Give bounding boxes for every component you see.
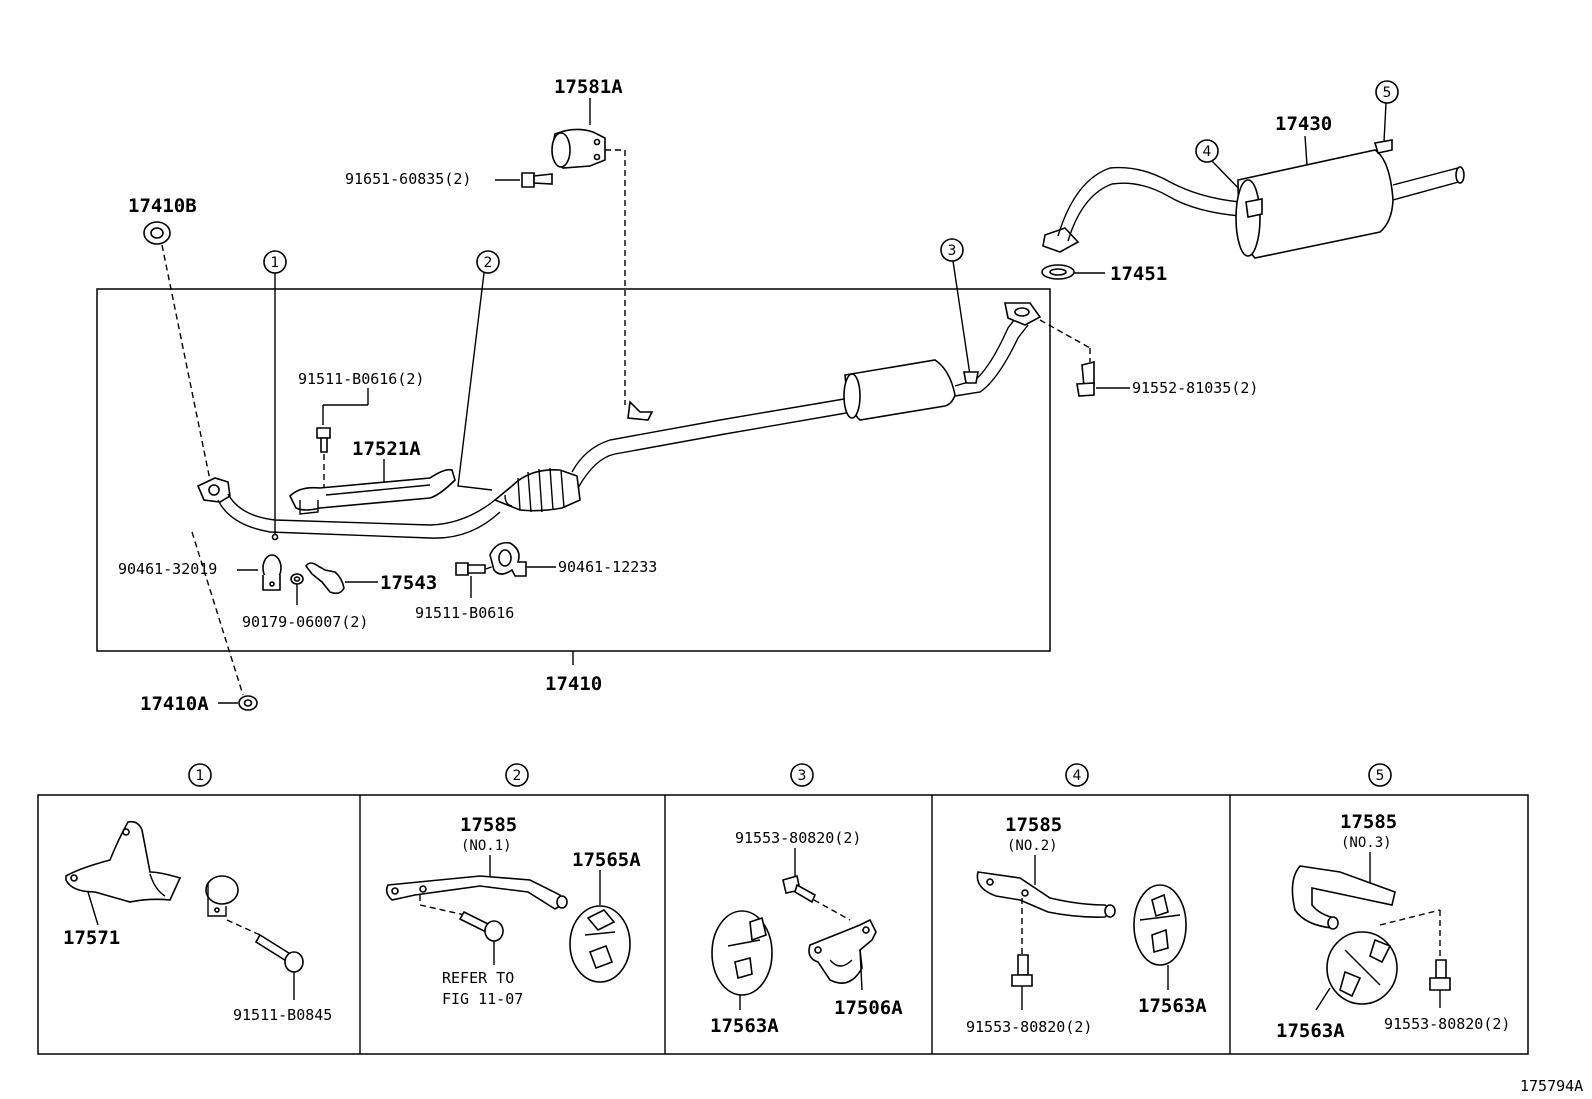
detail-2-label-17565A[interactable]: 17565A	[572, 849, 641, 871]
label-90179-06007[interactable]: 90179-06007(2)	[242, 613, 368, 631]
bolt-detail-2[interactable]	[458, 910, 504, 942]
bolt-detail-3[interactable]	[782, 874, 817, 904]
callout-2-circle[interactable]	[476, 250, 500, 274]
detail-5-circle	[1368, 763, 1392, 787]
detail-panels-frame	[37, 794, 1529, 1055]
label-17430[interactable]: 17430	[1275, 113, 1332, 135]
detail-3-label-17506A[interactable]: 17506A	[834, 997, 903, 1019]
label-91552-81035[interactable]: 91552-81035(2)	[1132, 379, 1258, 397]
bolt-detail-4[interactable]	[1011, 954, 1033, 987]
callout-3-number: 3	[948, 243, 957, 259]
nut-17410A[interactable]	[238, 695, 258, 711]
label-91651-60835[interactable]: 91651-60835(2)	[345, 170, 471, 188]
detail-1-label-17571[interactable]: 17571	[63, 927, 120, 949]
clamp-90461-12233[interactable]	[489, 541, 527, 577]
label-17543[interactable]: 17543	[380, 572, 437, 594]
bolt-91552-81035[interactable]	[1076, 360, 1095, 397]
detail-4-label-17563A[interactable]: 17563A	[1138, 995, 1207, 1017]
clamp-detail-1[interactable]	[205, 875, 239, 917]
label-91511-B0616-2[interactable]: 91511-B0616(2)	[298, 370, 424, 388]
detail-1-number: 1	[196, 768, 205, 784]
label-90461-32019[interactable]: 90461-32019	[118, 560, 217, 578]
bracket-17506A[interactable]	[808, 918, 877, 984]
insulator-17565A[interactable]	[569, 905, 631, 983]
detail-2-number: 2	[513, 768, 522, 784]
nut-90179-06007[interactable]	[290, 573, 304, 585]
gasket-17410B[interactable]	[143, 221, 171, 245]
bolt-detail-5[interactable]	[1429, 959, 1451, 991]
detail-3-label-91553[interactable]: 91553-80820(2)	[735, 829, 861, 847]
detail-4-label-91553[interactable]: 91553-80820(2)	[966, 1018, 1092, 1036]
detail-2-refer-to: REFER TO	[442, 969, 514, 987]
part-17581A-hanger-bracket[interactable]	[551, 128, 606, 169]
callout-1-number: 1	[271, 255, 280, 271]
detail-4-circle	[1065, 763, 1089, 787]
label-17410A[interactable]: 17410A	[140, 693, 209, 715]
callout-4-number: 4	[1203, 144, 1212, 160]
front-exhaust-pipe[interactable]	[196, 477, 501, 539]
callout-3-circle[interactable]	[940, 238, 964, 262]
detail-4-number: 4	[1073, 768, 1082, 784]
main-muffler-17430[interactable]	[1235, 139, 1465, 259]
center-muffler[interactable]	[843, 302, 1042, 421]
tail-pipe-17430[interactable]	[1042, 166, 1241, 253]
callout-4-circle[interactable]	[1195, 139, 1219, 163]
bracket-17585-no1[interactable]	[385, 875, 568, 910]
heat-insulator-17521A[interactable]	[289, 468, 456, 515]
insulator-17563A-d4[interactable]	[1133, 884, 1187, 966]
label-17410B[interactable]: 17410B	[128, 195, 197, 217]
detail-5-label-no3: (NO.3)	[1341, 835, 1392, 851]
detail-5-label-91553[interactable]: 91553-80820(2)	[1384, 1015, 1510, 1033]
callout-5-circle[interactable]	[1375, 80, 1399, 104]
bolt-91651-60835[interactable]	[521, 172, 553, 188]
detail-2-label-no1: (NO.1)	[461, 838, 512, 854]
clamp-90461-32019[interactable]	[262, 554, 282, 591]
catalytic-converter[interactable]	[493, 467, 581, 513]
label-17451[interactable]: 17451	[1110, 263, 1167, 285]
detail-3-label-17563A[interactable]: 17563A	[710, 1015, 779, 1037]
insulator-17563A-d5[interactable]	[1326, 931, 1398, 1005]
gasket-17451[interactable]	[1041, 264, 1075, 280]
center-exhaust-pipe[interactable]	[571, 397, 853, 489]
bracket-17543[interactable]	[305, 562, 345, 595]
bolt-91511-B0616-lower[interactable]	[455, 562, 486, 576]
bracket-17585-no2[interactable]	[976, 871, 1116, 918]
detail-4-label-17585[interactable]: 17585	[1005, 814, 1062, 836]
callout-5-number: 5	[1383, 85, 1392, 101]
bracket-17571[interactable]	[65, 820, 182, 903]
detail-2-label-17585[interactable]: 17585	[460, 814, 517, 836]
label-17581A[interactable]: 17581A	[554, 76, 623, 98]
detail-4-label-no2: (NO.2)	[1007, 838, 1058, 854]
bolt-91511-B0845[interactable]	[254, 933, 304, 973]
detail-5-label-17563A[interactable]: 17563A	[1276, 1020, 1345, 1042]
label-17410[interactable]: 17410	[545, 673, 602, 695]
detail-5-number: 5	[1376, 768, 1385, 784]
detail-2-circle	[505, 763, 529, 787]
detail-2-fig-11-07: FIG 11-07	[442, 990, 523, 1008]
label-17521A[interactable]: 17521A	[352, 438, 421, 460]
detail-5-label-17585[interactable]: 17585	[1340, 811, 1397, 833]
detail-3-circle	[790, 763, 814, 787]
insulator-17563A-d3[interactable]	[711, 910, 773, 996]
bracket-17585-no3[interactable]	[1291, 865, 1396, 930]
detail-1-circle	[188, 763, 212, 787]
detail-3-number: 3	[798, 768, 807, 784]
label-90461-12233[interactable]: 90461-12233	[558, 558, 657, 576]
label-91511-B0616[interactable]: 91511-B0616	[415, 604, 514, 622]
bolt-91511-B0616-upper[interactable]	[316, 427, 331, 453]
figure-id: 175794A	[1520, 1077, 1583, 1095]
callout-2-number: 2	[484, 255, 493, 271]
detail-1-label-91511-B0845[interactable]: 91511-B0845	[233, 1006, 332, 1024]
